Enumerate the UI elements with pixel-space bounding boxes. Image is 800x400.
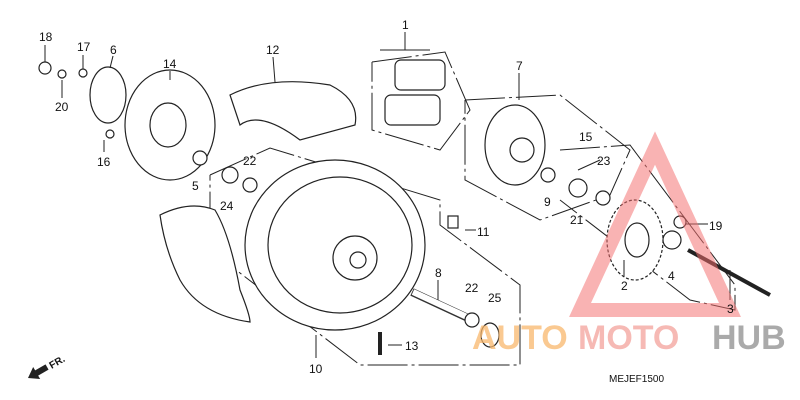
stud-15: [577, 159, 601, 171]
label-11: 11: [477, 225, 490, 239]
front-arrow-icon: [28, 364, 49, 380]
washer-20: [57, 69, 67, 79]
collar-9: [540, 167, 556, 183]
tire-part: [229, 81, 357, 141]
front-label: FR.: [48, 354, 68, 372]
label-22b: 22: [465, 281, 479, 295]
label-14: 14: [163, 57, 177, 71]
label-23: 23: [597, 154, 611, 168]
label-15: 15: [579, 130, 593, 144]
label-21: 21: [570, 213, 584, 227]
collar-4: [662, 230, 682, 250]
nut-18: [38, 61, 52, 75]
watermark-text-2: MOTO: [578, 319, 679, 357]
driven-flange-center: [509, 137, 535, 163]
brake-disc-center: [149, 102, 187, 148]
label-5: 5: [192, 179, 199, 193]
diagram-code: MEJEF1500: [609, 374, 664, 385]
bolt-16: [105, 129, 115, 139]
watermark-text-1: AUTO: [472, 319, 568, 357]
o-ring-25: [480, 322, 500, 348]
label-24: 24: [220, 199, 234, 213]
bearing-24: [221, 166, 239, 184]
label-9: 9: [544, 195, 551, 209]
label-6: 6: [110, 43, 117, 57]
callout-labels: 18 17 6 14 12 1 7 20 16 5 22 24 15 23 9 …: [39, 18, 734, 376]
pulser-ring-part: [89, 66, 127, 124]
seal-22b: [464, 312, 480, 328]
label-10: 10: [309, 362, 323, 376]
seal-23: [595, 190, 611, 206]
group-outline-caliper: [371, 51, 471, 151]
label-12: 12: [266, 43, 280, 57]
group-outline-sprocket: [559, 144, 736, 311]
label-16: 16: [97, 155, 111, 169]
front-arrow: FR.: [28, 354, 68, 380]
bolt-17: [78, 68, 88, 78]
label-13: 13: [405, 339, 419, 353]
inner-fender-part: [159, 205, 251, 323]
label-7: 7: [516, 59, 523, 73]
label-8: 8: [435, 266, 442, 280]
label-3: 3: [727, 302, 734, 316]
label-25: 25: [488, 291, 502, 305]
leader-lines: [44, 32, 731, 358]
label-19: 19: [709, 219, 723, 233]
watermark: AUTO MOTO HUB: [472, 131, 786, 357]
watermark-triangle: [569, 131, 741, 317]
label-17: 17: [77, 40, 91, 54]
label-22: 22: [243, 154, 257, 168]
label-18: 18: [39, 30, 53, 44]
label-1: 1: [402, 18, 409, 32]
seal-22: [242, 177, 258, 193]
collar-5: [192, 150, 208, 166]
clip-11: [447, 215, 459, 229]
caliper-part: [394, 59, 446, 91]
wheel-hub-center: [349, 251, 367, 269]
label-20: 20: [55, 100, 69, 114]
label-4: 4: [668, 269, 675, 283]
caliper-part-lower: [384, 94, 441, 126]
group-outline-hub: [464, 94, 631, 221]
sprocket-center: [624, 222, 650, 258]
label-2: 2: [621, 279, 628, 293]
bearing-21: [568, 178, 588, 198]
watermark-text-3: HUB: [712, 319, 786, 357]
axle-sleeve-8-fill: [411, 289, 469, 320]
